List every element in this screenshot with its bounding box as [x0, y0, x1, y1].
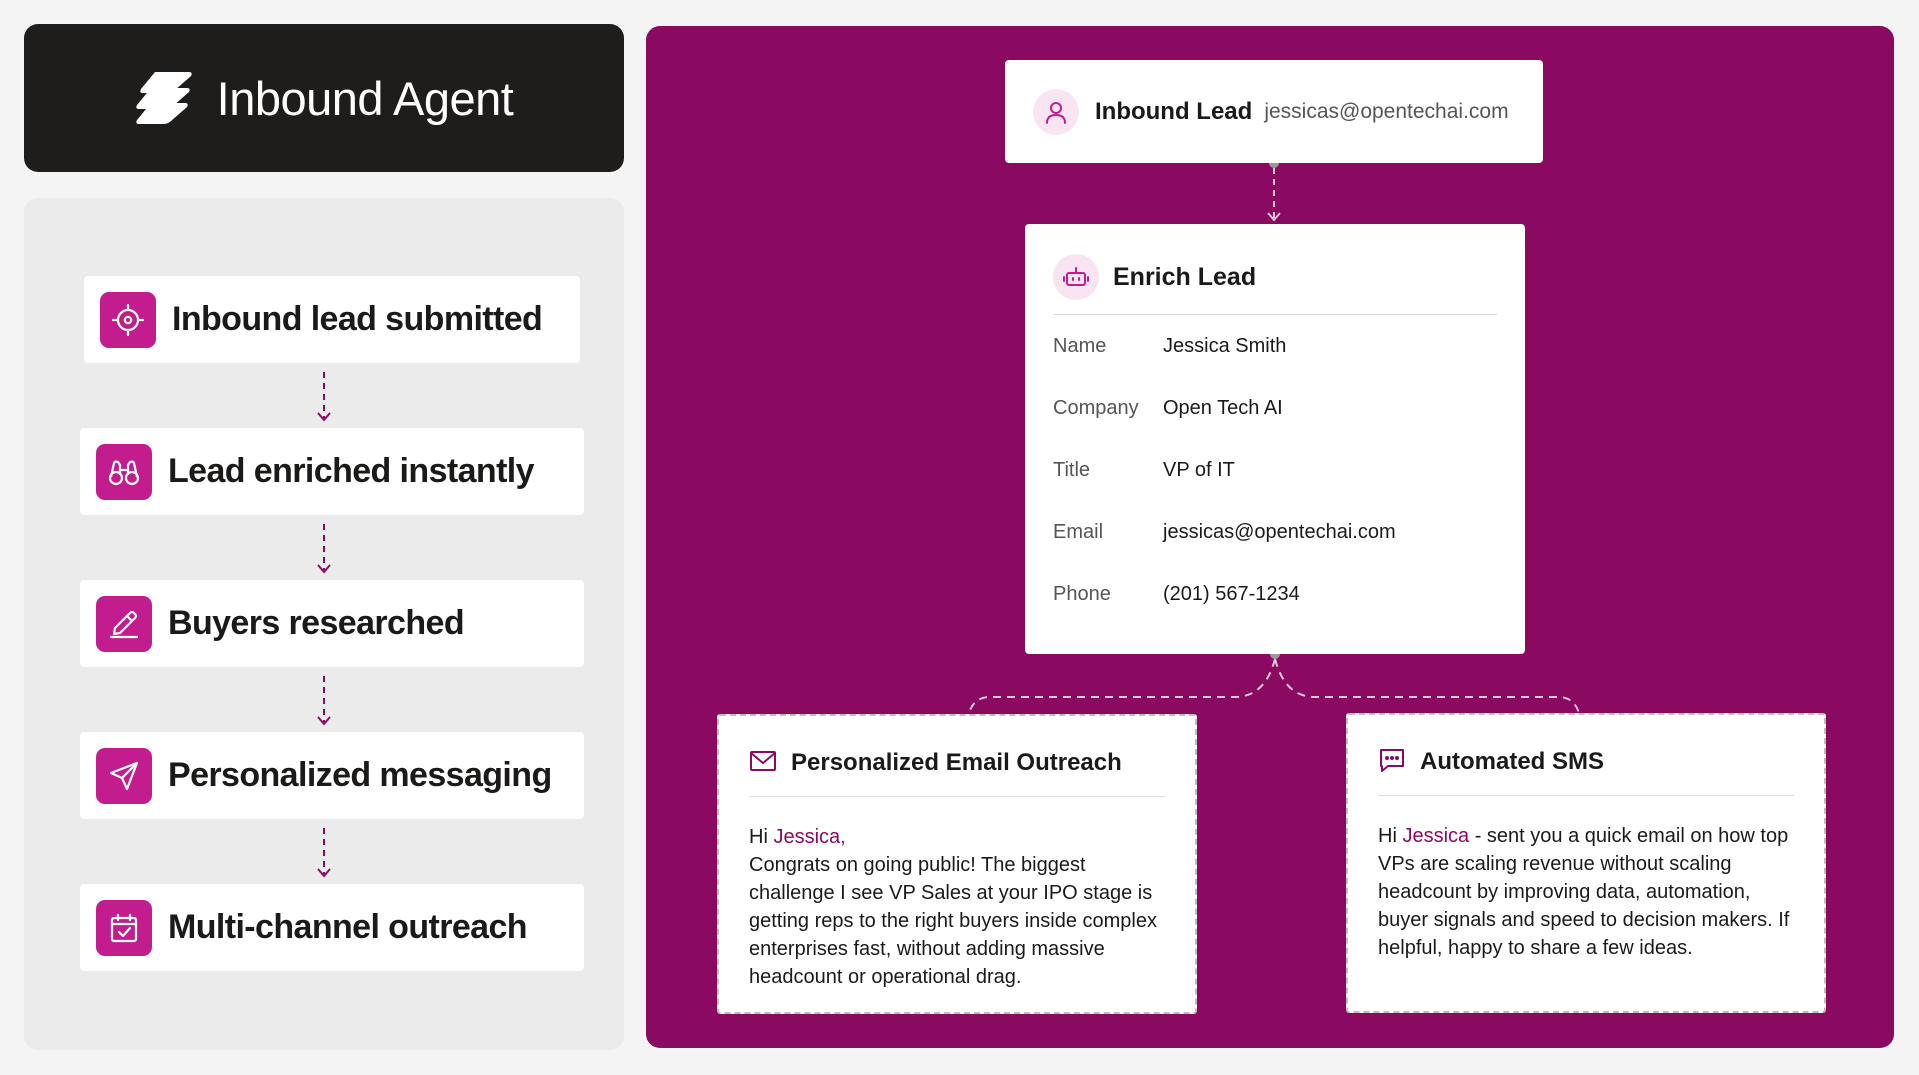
sms-card: Automated SMS Hi Jessica - sent you a qu…: [1346, 713, 1826, 1013]
user-icon: [1033, 88, 1079, 135]
email-outreach-title: Personalized Email Outreach: [791, 749, 1122, 776]
enrich-lead-card: Enrich Lead Name Jessica Smith Company O…: [1025, 224, 1525, 654]
divider: [1053, 314, 1497, 315]
header-banner: Inbound Agent: [24, 24, 624, 172]
message-text: Congrats on going public! The biggest ch…: [749, 854, 1157, 988]
paper-plane-icon: [96, 747, 152, 804]
field-value: VP of IT: [1163, 458, 1235, 481]
message-text: - sent you a quick email on how top VPs …: [1378, 825, 1790, 959]
step-label: Multi-channel outreach: [168, 908, 528, 946]
step-personalized-messaging: Personalized messaging: [80, 732, 584, 819]
inbound-lead-label: Inbound Lead: [1095, 97, 1253, 125]
step-label: Buyers researched: [168, 604, 465, 642]
chat-bubble-icon: [1378, 746, 1406, 779]
step-label: Inbound lead submitted: [172, 300, 543, 338]
greeting-prefix: Hi: [749, 826, 774, 848]
app-title: Inbound Agent: [216, 71, 514, 125]
inbound-lead-card: Inbound Lead jessicas@opentechai.com: [1005, 60, 1543, 163]
field-label: Email: [1053, 520, 1104, 543]
divider: [749, 796, 1165, 797]
divider: [1378, 795, 1794, 796]
step-inbound-lead-submitted: Inbound lead submitted: [84, 276, 580, 363]
connector-enrich-to-channels: [967, 649, 1581, 718]
field-row-email: Email jessicas@opentechai.com: [1053, 501, 1497, 563]
step-multi-channel-outreach: Multi-channel outreach: [80, 884, 584, 971]
arrow-down-icon: [317, 524, 331, 574]
field-label: Company: [1053, 396, 1139, 419]
step-buyers-researched: Buyers researched: [80, 580, 584, 667]
target-icon: [100, 291, 156, 348]
sms-message-body: Hi Jessica - sent you a quick email on h…: [1378, 822, 1794, 962]
field-value: Jessica Smith: [1163, 334, 1287, 357]
greeting-name: Jessica: [1402, 825, 1470, 847]
field-label: Name: [1053, 334, 1107, 357]
field-row-title: Title VP of IT: [1053, 439, 1497, 501]
pencil-icon: [96, 595, 152, 652]
greeting-prefix: Hi: [1378, 825, 1403, 847]
arrow-down-icon: [317, 828, 331, 878]
step-label: Personalized messaging: [168, 756, 552, 794]
calendar-check-icon: [96, 899, 152, 956]
sms-title: Automated SMS: [1420, 748, 1605, 775]
binoculars-icon: [96, 443, 152, 500]
enrich-lead-title: Enrich Lead: [1113, 262, 1257, 291]
field-value: (201) 567-1234: [1163, 582, 1300, 605]
arrow-down-icon: [317, 676, 331, 726]
arrow-down-icon: [317, 372, 331, 422]
step-label: Lead enriched instantly: [168, 452, 535, 490]
step-lead-enriched-instantly: Lead enriched instantly: [80, 428, 584, 515]
field-value: jessicas@opentechai.com: [1163, 520, 1396, 543]
field-row-phone: Phone (201) 567-1234: [1053, 563, 1497, 625]
stacked-stripes-logo-icon: [135, 70, 197, 126]
robot-icon: [1053, 254, 1099, 300]
field-row-name: Name Jessica Smith: [1053, 315, 1497, 377]
field-label: Phone: [1053, 582, 1111, 605]
field-row-company: Company Open Tech AI: [1053, 377, 1497, 439]
field-label: Title: [1053, 458, 1091, 481]
connector-inbound-to-enrich: [1267, 158, 1281, 222]
field-value: Open Tech AI: [1163, 396, 1283, 419]
envelope-icon: [749, 749, 777, 778]
greeting-name: Jessica,: [773, 826, 846, 848]
email-message-body: Hi Jessica, Congrats on going public! Th…: [749, 823, 1165, 991]
email-outreach-card: Personalized Email Outreach Hi Jessica, …: [717, 714, 1197, 1014]
inbound-lead-email: jessicas@opentechai.com: [1264, 99, 1509, 123]
